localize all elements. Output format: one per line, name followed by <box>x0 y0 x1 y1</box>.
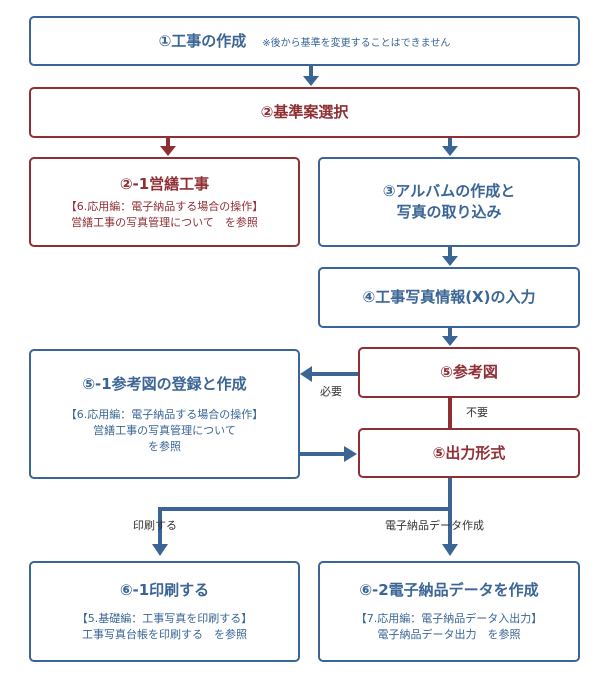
step-4-box: ④工事写真情報(X)の入力 <box>318 267 580 328</box>
step-6-1-box: ⑥-1印刷する 【5.基礎編：工事写真を印刷する】 工事写真台帳を印刷する を参… <box>29 561 300 662</box>
arrowhead-2-3 <box>442 146 458 156</box>
step-5-1-ref2: 営繕工事の写真管理について <box>93 423 236 437</box>
step-2-box: ②基準案選択 <box>29 87 580 138</box>
arrowhead-2-2-1 <box>160 146 176 156</box>
step-2-1-box: ②-1営繕工事 【6.応用編：電子納品する場合の操作】 営繕工事の写真管理につい… <box>29 157 300 247</box>
step-5-1-title: ⑤-1参考図の登録と作成 <box>82 374 247 393</box>
step-6-2-ref2: 電子納品データ出力 を参照 <box>377 628 521 641</box>
step-2-1-title: ②-1営繕工事 <box>119 174 210 193</box>
step-1-box: ①工事の作成 ※後から基準を変更することはできません <box>29 16 580 66</box>
step-5-reference-box: ⑤参考図 <box>358 347 580 398</box>
step-4-title: ④工事写真情報(X)の入力 <box>362 288 536 306</box>
step-1-note: ※後から基準を変更することはできません <box>262 37 451 49</box>
step-6-1-ref1: 【5.基礎編：工事写真を印刷する】 <box>76 612 253 625</box>
step-6-2-box: ⑥-2電子納品データを作成 【7.応用編：電子納品データ入出力】 電子納品データ… <box>318 561 580 662</box>
label-electronic: 電子納品データ作成 <box>385 519 484 532</box>
step-2-1-ref2: 営繕工事の写真管理について を参照 <box>71 215 258 229</box>
arrowhead-1-2 <box>303 76 319 86</box>
arrowhead-5-5-1 <box>300 366 312 382</box>
step-6-1-ref2: 工事写真台帳を印刷する を参照 <box>82 628 247 641</box>
step-5-output-title: ⑤出力形式 <box>432 443 506 462</box>
step-5-reference-title: ⑤参考図 <box>440 363 498 381</box>
label-print: 印刷する <box>133 519 177 532</box>
arrowhead-print <box>152 544 168 556</box>
step-5-1-ref3: を参照 <box>148 439 181 453</box>
arrowhead-5-1-output <box>344 446 357 462</box>
step-2-title: ②基準案選択 <box>260 103 349 121</box>
step-3-box: ③アルバムの作成と 写真の取り込み <box>318 157 580 247</box>
step-6-2-ref1: 【7.応用編：電子納品データ入出力】 <box>355 612 543 625</box>
arrowhead-4-5 <box>442 336 458 346</box>
step-6-1-title: ⑥-1印刷する <box>119 581 210 599</box>
step-3-line1: ③アルバムの作成と <box>382 182 516 200</box>
arrowhead-electronic <box>442 544 458 556</box>
step-2-1-ref1: 【6.応用編：電子納品する場合の操作】 <box>65 199 264 213</box>
arrowhead-3-4 <box>442 256 458 266</box>
step-5-output-box: ⑤出力形式 <box>358 428 580 478</box>
label-not-required: 不要 <box>466 406 488 419</box>
step-6-2-title: ⑥-2電子納品データを作成 <box>359 581 539 599</box>
step-1-title: ①工事の作成 <box>158 31 247 50</box>
label-required: 必要 <box>320 385 342 398</box>
step-5-1-ref1: 【6.応用編：電子納品する場合の操作】 <box>65 407 264 421</box>
step-3-line2: 写真の取り込み <box>396 203 502 221</box>
step-5-1-box: ⑤-1参考図の登録と作成 【6.応用編：電子納品する場合の操作】 営繕工事の写真… <box>29 349 300 479</box>
